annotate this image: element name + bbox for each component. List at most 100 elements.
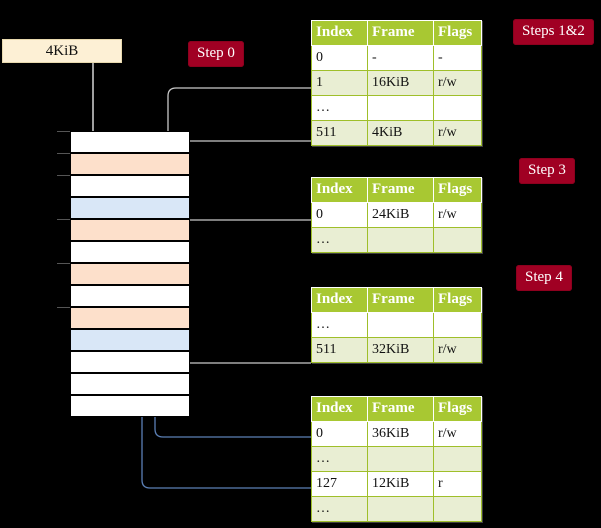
memory-frame-row (70, 307, 190, 329)
table-cell: … (311, 446, 368, 472)
memory-frame-row (70, 175, 190, 197)
table-cell: 4KiB (367, 120, 434, 146)
table-cell: 16KiB (367, 70, 434, 96)
table-cell: … (311, 95, 368, 121)
ellipsis: … (316, 231, 331, 247)
memory-frame-tick (57, 131, 70, 132)
wire-l1-row0 (154, 332, 311, 438)
column-header-flags: Flags (433, 20, 482, 46)
badge-step-4: Step 4 (516, 265, 572, 291)
table-cell: 0 (311, 202, 368, 228)
table-cell: 36KiB (367, 421, 434, 447)
table-cell: … (311, 496, 368, 522)
badge-step-0: Step 0 (188, 41, 244, 67)
table-cell: 0 (311, 45, 368, 71)
memory-frame-row (70, 153, 190, 175)
memory-frame-row (70, 351, 190, 373)
memory-frame-row (70, 285, 190, 307)
table-cell: 511 (311, 337, 368, 363)
table-cell: 12KiB (367, 471, 434, 497)
memory-frame-row (70, 241, 190, 263)
memory-frame-row (70, 373, 190, 395)
table-cell (433, 312, 482, 338)
table-cell: r/w (433, 421, 482, 447)
badge-step-4-label: Step 4 (525, 269, 563, 285)
ellipsis: … (316, 500, 331, 516)
badge-step-0-label: Step 0 (197, 45, 235, 61)
column-header-index: Index (311, 20, 368, 46)
table-cell: … (311, 312, 368, 338)
column-header-frame: Frame (367, 396, 434, 422)
column-header-flags: Flags (433, 287, 482, 313)
memory-frame-row (70, 329, 190, 351)
table-cell: 32KiB (367, 337, 434, 363)
column-header-flags: Flags (433, 396, 482, 422)
table-cell (367, 227, 434, 253)
column-header-index: Index (311, 287, 368, 313)
badge-step-3-label: Step 3 (528, 162, 566, 178)
table-row: … (311, 496, 482, 522)
table-row: 0-- (311, 45, 482, 71)
table-cell (433, 496, 482, 522)
memory-frame-tick (57, 219, 70, 220)
table-cell (433, 446, 482, 472)
memory-frame-row (70, 197, 190, 219)
table-cell: 1 (311, 70, 368, 96)
table-cell: r (433, 471, 482, 497)
column-header-index: Index (311, 396, 368, 422)
memory-frame-row (70, 219, 190, 241)
badge-step-3: Step 3 (519, 158, 575, 184)
wire-steps12 (167, 87, 311, 159)
column-header-index: Index (311, 177, 368, 203)
memory-frame-row (70, 263, 190, 285)
wire-l1-row127 (141, 201, 311, 489)
table-row: … (311, 95, 482, 121)
table-cell: … (311, 227, 368, 253)
table-cell: r/w (433, 70, 482, 96)
table-cell: r/w (433, 120, 482, 146)
ellipsis: … (316, 450, 331, 466)
badge-steps-1-2-label: Steps 1&2 (522, 23, 585, 39)
memory-frame-tick (57, 153, 70, 154)
virtual-address-box: 4KiB (2, 39, 122, 63)
table-cell: 511 (311, 120, 368, 146)
memory-frame-tick (57, 307, 70, 308)
memory-frame-row (70, 395, 190, 417)
table-cell: 24KiB (367, 202, 434, 228)
ellipsis: … (316, 316, 331, 332)
table-cell: 127 (311, 471, 368, 497)
column-header-flags: Flags (433, 177, 482, 203)
ellipsis: … (316, 99, 331, 115)
memory-frame-tick (57, 263, 70, 264)
table-cell (433, 95, 482, 121)
table-cell (367, 312, 434, 338)
badge-steps-1-2: Steps 1&2 (513, 19, 594, 45)
table-cell (367, 446, 434, 472)
table-row: … (311, 227, 482, 253)
table-cell: r/w (433, 202, 482, 228)
table-cell: r/w (433, 337, 482, 363)
memory-frame-tick (57, 175, 70, 176)
table-cell (367, 95, 434, 121)
table-cell: 0 (311, 421, 368, 447)
table-cell (433, 227, 482, 253)
memory-frame-row (70, 131, 190, 153)
virtual-address-label: 4KiB (45, 42, 79, 59)
column-header-frame: Frame (367, 177, 434, 203)
table-cell: - (433, 45, 482, 71)
table-row: … (311, 312, 482, 338)
column-header-frame: Frame (367, 287, 434, 313)
table-row: … (311, 446, 482, 472)
